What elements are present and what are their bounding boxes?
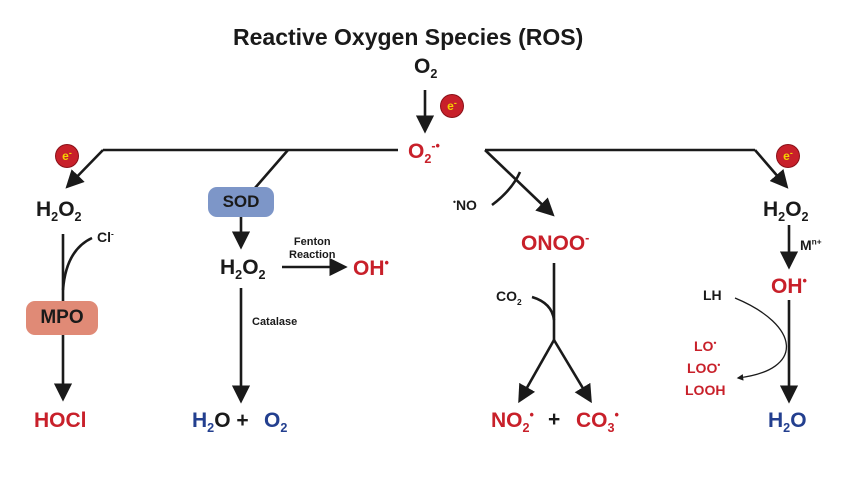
arrow-to-co3 bbox=[552, 339, 592, 404]
lh-label: LH bbox=[703, 287, 722, 303]
co3-label: CO3• bbox=[576, 408, 619, 436]
looh-label: LOOH bbox=[685, 382, 726, 398]
peroxynitrite-label: ONOO- bbox=[521, 231, 590, 255]
chloride-curve bbox=[61, 236, 93, 291]
co2-curve bbox=[531, 295, 556, 321]
arrow-to-right-h2o2 bbox=[754, 149, 789, 189]
oxygen-label: O2 bbox=[414, 55, 438, 82]
sod-h2o2-label: H2O2 bbox=[220, 256, 266, 283]
no-curve bbox=[491, 171, 522, 207]
sod-water-label: H2O + bbox=[192, 409, 249, 436]
electron-icon-left: e- bbox=[56, 145, 78, 167]
line-to-sod bbox=[254, 149, 289, 189]
lo-radical-label: LO• bbox=[694, 337, 717, 354]
sod-oxygen-label: O2 bbox=[264, 409, 288, 436]
mpo-enzyme-box: MPO bbox=[26, 301, 98, 335]
arrow-to-onoo bbox=[484, 149, 555, 217]
page-title: Reactive Oxygen Species (ROS) bbox=[233, 24, 584, 50]
fenton-oh-label: OH• bbox=[353, 256, 389, 280]
electron-icon-top: e- bbox=[441, 95, 463, 117]
sod-enzyme-box: SOD bbox=[208, 187, 274, 217]
right-water-label: H2O bbox=[768, 409, 807, 436]
chloride-label: Cl- bbox=[97, 228, 114, 245]
metal-ion-label: Mn+ bbox=[800, 236, 822, 253]
nitric-oxide-label: •NO bbox=[453, 196, 477, 213]
arrow-to-no2 bbox=[518, 339, 556, 404]
hocl-label: HOCl bbox=[34, 409, 87, 432]
products-plus-label: + bbox=[548, 408, 561, 431]
right-h2o2-label: H2O2 bbox=[763, 198, 809, 225]
catalase-label: Catalase bbox=[252, 316, 298, 328]
arrow-to-left-h2o2 bbox=[65, 149, 104, 189]
right-oh-label: OH• bbox=[771, 274, 807, 298]
superoxide-label: O2-• bbox=[408, 139, 440, 167]
lipid-curve bbox=[734, 297, 788, 381]
co2-label: CO2 bbox=[496, 288, 522, 307]
left-h2o2-label: H2O2 bbox=[36, 198, 82, 225]
loo-radical-label: LOO• bbox=[687, 359, 721, 376]
no2-label: NO2• bbox=[491, 408, 534, 436]
electron-icon-right: e- bbox=[777, 145, 799, 167]
